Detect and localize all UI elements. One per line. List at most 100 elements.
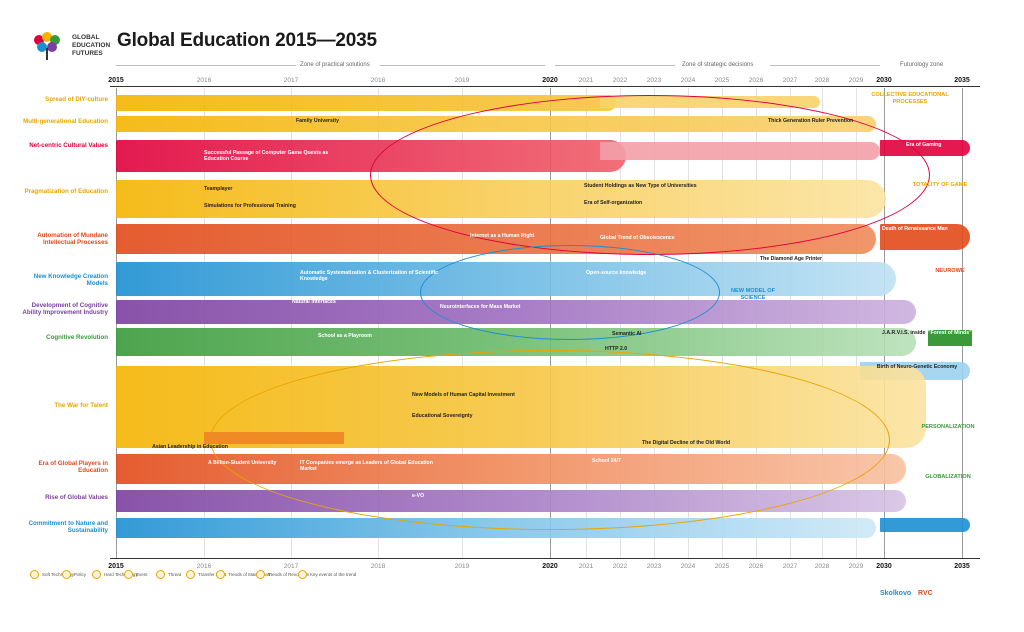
legend-item: Event — [124, 570, 148, 579]
band-nature-2 — [880, 518, 970, 532]
box-it-leaders: IT Companies emerge as Leaders of Global… — [300, 460, 433, 472]
box-global-trend: Global Trend of Obsolescence — [600, 235, 675, 241]
box-simulations: Simulations for Professional Training — [204, 203, 296, 209]
bottom-axis — [110, 558, 980, 559]
year-label: 2028 — [814, 563, 830, 570]
note-neurowe: NEUROWE — [935, 268, 965, 274]
legend-label: Event — [136, 572, 148, 577]
legend-label: Trends of Mainstream — [228, 572, 272, 577]
note-new-model-science: NEW MODEL OF SCIENCE — [730, 288, 776, 301]
legend-label: Hard Technology — [104, 572, 138, 577]
band-diy — [116, 95, 616, 111]
zone-divider — [116, 65, 296, 66]
trend-label: New Knowledge Creation Models — [33, 273, 108, 288]
year-label: 2018 — [370, 563, 386, 570]
box-http2: HTTP 2.0 — [605, 346, 628, 352]
year-label: 2029 — [848, 77, 864, 84]
top-axis — [110, 86, 980, 87]
year-label: 2018 — [370, 77, 386, 84]
legend-item: Policy — [62, 570, 86, 579]
legend-marker-icon — [186, 570, 195, 579]
zone-divider — [770, 65, 880, 66]
box-forest-of-minds: "Forest of Minds" — [928, 330, 972, 346]
box-neurointerfaces: Neurointerfaces for Mass Market — [440, 304, 521, 310]
note-collective: COLLECTIVE EDUCATIONAL PROCESSES — [871, 92, 949, 105]
zone-divider — [380, 65, 545, 66]
legend-label: Key events of the trend — [310, 572, 357, 577]
trend-label: The War for Talent — [54, 402, 108, 409]
grid-line — [962, 88, 963, 558]
trend-label: Commitment to Nature and Sustainability — [28, 520, 108, 535]
note-personalization: PERSONALIZATION — [921, 424, 975, 430]
year-label: 2023 — [646, 563, 662, 570]
box-death-renaissance: Death of Renaissance Man — [882, 226, 948, 232]
zone-divider — [555, 65, 675, 66]
page-title: Global Education 2015—2035 — [117, 30, 377, 51]
year-label: 2022 — [612, 77, 628, 84]
year-label: 2024 — [680, 77, 696, 84]
box-asian-leadership: Asian Leadership in Education — [152, 444, 228, 450]
band-automation-2 — [880, 224, 970, 250]
year-label: 2023 — [646, 77, 662, 84]
box-era-gaming: Era of Gaming — [906, 142, 942, 148]
year-label: 2026 — [748, 77, 764, 84]
year-label: 2019 — [454, 77, 470, 84]
legend-marker-icon — [216, 570, 225, 579]
box-digital-decline: The Digital Decline of the Old World — [642, 440, 731, 446]
box-thick-generation: Thick Generation Ruler Prevention — [768, 118, 854, 124]
legend-marker-icon — [256, 570, 265, 579]
box-school-247: School 24/7 — [592, 458, 621, 464]
trend-label: Multi-generational Education — [23, 118, 108, 125]
legend-marker-icon — [62, 570, 71, 579]
box-internet-right: Internet as a Human Right — [470, 233, 535, 239]
trend-label: Rise of Global Values — [45, 494, 108, 501]
legend-marker-icon — [298, 570, 307, 579]
legend-label: Soft Technology — [42, 572, 74, 577]
year-label: 2025 — [714, 563, 730, 570]
year-label: 2035 — [954, 563, 970, 570]
box-student-holdings: Student Holdings as New Type of Universi… — [584, 183, 697, 189]
box-family-university: Family University — [296, 118, 339, 124]
year-label: 2027 — [782, 563, 798, 570]
year-label: 2020 — [542, 563, 558, 570]
box-era-self-org: Era of Self-organization — [584, 200, 643, 206]
legend-marker-icon — [156, 570, 165, 579]
year-label: 2017 — [283, 77, 299, 84]
zone-strategic-label: Zone of strategic decisions — [682, 62, 754, 68]
trend-label: Cognitive Revolution — [46, 334, 108, 341]
trend-label: Era of Global Players in Education — [38, 460, 108, 475]
year-label: 2021 — [578, 77, 594, 84]
box-natural-interfaces: Natural interfaces — [292, 299, 336, 305]
year-label: 2035 — [954, 77, 970, 84]
box-birth-neuro: Birth of Neuro-Genetic Economy — [876, 364, 958, 370]
zone-practical-label: Zone of practical solutions — [300, 62, 370, 68]
year-label: 2030 — [876, 563, 892, 570]
note-totality: TOTALITY OF GAME — [912, 182, 968, 188]
legend-label: Policy — [74, 572, 87, 577]
box-new-models-capital: New Models of Human Capital Investment — [412, 392, 515, 398]
box-educational-sovereignty: Educational Sovereignty — [412, 413, 473, 419]
box-automatic-systematization: Automatic Systematization & Clusterizati… — [300, 270, 439, 282]
year-label: 2019 — [454, 563, 470, 570]
partner-rvc: RVC — [918, 590, 933, 597]
year-label: 2029 — [848, 563, 864, 570]
legend-item: Key events of the trend — [298, 570, 356, 579]
legend-label: Trends of Revolution — [268, 572, 310, 577]
year-label: 2028 — [814, 77, 830, 84]
legend-marker-icon — [124, 570, 133, 579]
year-label: 2027 — [782, 77, 798, 84]
zone-futurology-label: Futurology zone — [900, 62, 944, 68]
box-diamond-age: The Diamond Age Printer — [760, 256, 823, 262]
box-evo: e-VO — [412, 493, 425, 499]
year-label: 2015 — [108, 77, 124, 84]
year-label: 2021 — [578, 563, 594, 570]
legend-marker-icon — [30, 570, 39, 579]
logo-text: GLOBAL EDUCATION FUTURES — [72, 34, 111, 57]
legend-item: Hard Technology — [92, 570, 138, 579]
trend-label: Spread of DIY-culture — [45, 96, 108, 103]
year-label: 2024 — [680, 563, 696, 570]
science-curve — [420, 245, 720, 340]
year-label: 2022 — [612, 563, 628, 570]
legend-item: Trends of Revolution — [256, 570, 309, 579]
legend-item: Soft Technology — [30, 570, 74, 579]
